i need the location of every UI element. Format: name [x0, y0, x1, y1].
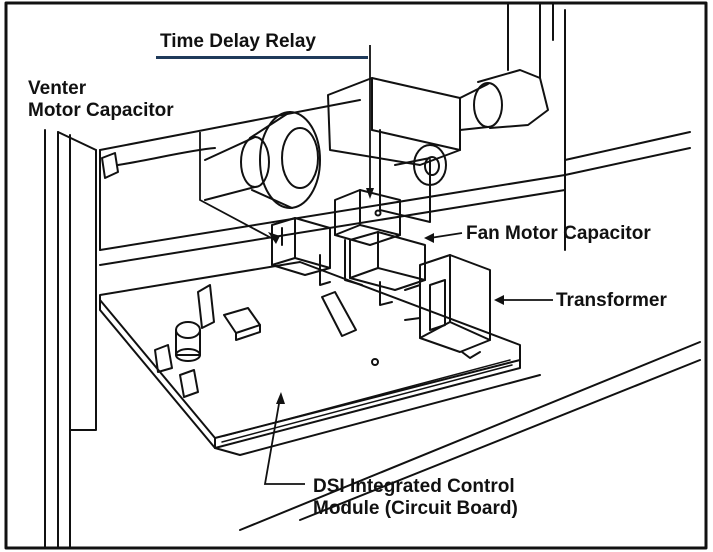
arrowhead-dsi-module [276, 392, 285, 404]
arrowhead-venter-capacitor [268, 232, 280, 244]
transformer-block [404, 254, 491, 359]
leader-dsi-module [263, 397, 305, 485]
venter-motor [204, 111, 321, 209]
arrowhead-transformer [494, 295, 504, 305]
leader-venter-capacitor [199, 132, 276, 241]
label-dsi-line2: Module (Circuit Board) [313, 498, 518, 519]
fan-capacitor-block [349, 231, 426, 306]
circuit-board [99, 261, 541, 456]
label-venter-line1: Venter [28, 78, 87, 99]
blower-housing [327, 77, 461, 223]
label-dsi-line1: DSI Integrated Control [313, 476, 515, 497]
arrowhead-time-delay-relay [366, 188, 374, 199]
label-time-delay-relay: Time Delay Relay [160, 31, 316, 52]
arrowhead-fan-capacitor [424, 233, 434, 243]
board-components [154, 284, 379, 398]
venter-capacitor-block [271, 217, 331, 286]
wire-harness [101, 147, 216, 179]
back-plate [99, 99, 566, 266]
leader-fan-capacitor [429, 232, 463, 239]
label-dsi-control-module: DSI Integrated Control Module (Circuit B… [313, 476, 518, 520]
cabinet-left-wall [44, 129, 97, 549]
edge-connector [221, 359, 513, 443]
label-venter-line2: Motor Capacitor [28, 100, 174, 121]
cabinet-right-panel [239, 2, 701, 531]
label-transformer: Transformer [556, 290, 667, 311]
vent-pipe [459, 2, 549, 131]
figure-border [4, 1, 708, 550]
label-underline [156, 56, 368, 59]
label-fan-motor-capacitor: Fan Motor Capacitor [466, 223, 651, 244]
label-venter-motor-capacitor: Venter Motor Capacitor [28, 78, 174, 122]
